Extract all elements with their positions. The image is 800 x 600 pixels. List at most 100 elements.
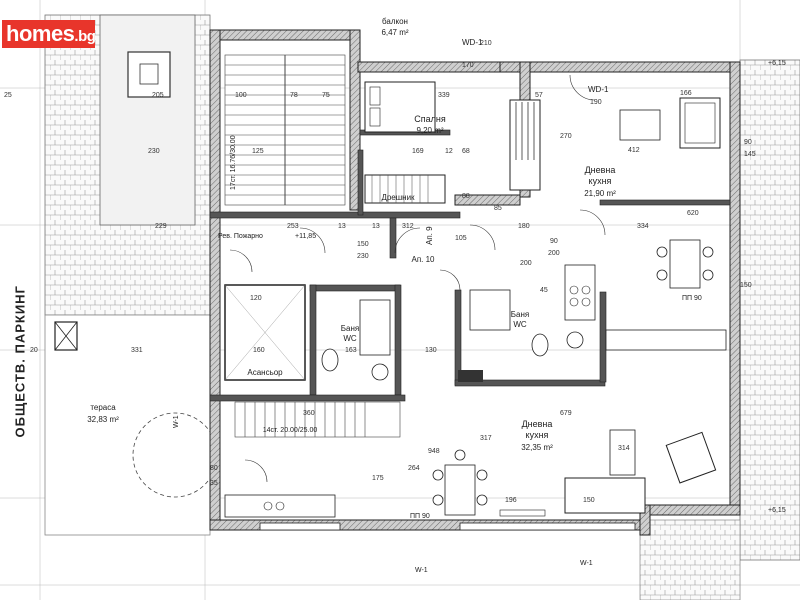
kitchen-counter-lower <box>224 494 336 518</box>
svg-text:163: 163 <box>345 347 357 354</box>
logo-suffix: .bg <box>74 28 96 45</box>
svg-text:200: 200 <box>520 260 532 267</box>
kitchen-counter-mid <box>605 329 727 351</box>
svg-text:90: 90 <box>550 238 558 245</box>
tv-stand-upper <box>619 109 661 141</box>
dimension-labels: 100 78 75 339 253 13 312 13 105 180 90 2… <box>4 40 756 504</box>
chair-8 <box>476 494 488 506</box>
chair-1 <box>656 246 668 258</box>
svg-text:180: 180 <box>518 223 530 230</box>
roof-opening-cross-b <box>54 321 78 351</box>
radiator-lower <box>499 509 546 517</box>
svg-text:264: 264 <box>408 465 420 472</box>
wd1b-label: WD-1 <box>588 85 609 94</box>
svg-text:130: 130 <box>425 347 437 354</box>
svg-text:105: 105 <box>455 235 467 242</box>
sofa-lower <box>564 477 646 514</box>
terrace-name: тераса <box>90 403 116 412</box>
elevator-name: Асансьор <box>247 368 283 377</box>
terrace-area-text: 32,83 m² <box>87 415 119 424</box>
svg-text:90: 90 <box>744 139 752 146</box>
chair-4 <box>702 269 714 281</box>
svg-text:175: 175 <box>372 475 384 482</box>
radiator-upper <box>515 102 535 160</box>
pillow-b <box>369 107 381 127</box>
w1-bottom2-label: W-1 <box>580 560 593 567</box>
living-top-name-2: кухня <box>589 176 612 186</box>
svg-text:169: 169 <box>412 148 424 155</box>
svg-text:145: 145 <box>744 151 756 158</box>
level-label: +11,85 <box>295 233 316 240</box>
closet <box>364 174 446 204</box>
svg-text:200: 200 <box>548 250 560 257</box>
balcony-area: 6,47 m² <box>381 28 408 37</box>
svg-text:317: 317 <box>480 435 492 442</box>
svg-text:57: 57 <box>535 92 543 99</box>
stove-lower-2 <box>275 501 285 511</box>
svg-text:314: 314 <box>618 445 630 452</box>
svg-text:85: 85 <box>494 205 502 212</box>
living-bottom-name-2: кухня <box>526 430 549 440</box>
sink-right <box>566 331 584 349</box>
bathtub-left <box>359 299 391 356</box>
svg-text:230: 230 <box>148 148 160 155</box>
svg-text:170: 170 <box>462 62 474 69</box>
svg-text:88: 88 <box>462 193 470 200</box>
svg-text:270: 270 <box>560 133 572 140</box>
svg-text:125: 125 <box>252 148 264 155</box>
w1-bottom-label: W-1 <box>415 567 428 574</box>
dining-table-upper <box>669 239 701 289</box>
chair-6 <box>432 494 444 506</box>
living-bottom-name-1: Дневна <box>522 419 553 429</box>
stove-burner-1 <box>569 285 579 295</box>
armchair-lower <box>665 431 717 484</box>
tv-stand-lower <box>609 429 636 476</box>
svg-text:412: 412 <box>628 147 640 154</box>
column-dark <box>458 370 483 382</box>
chimney-inner <box>139 63 159 85</box>
stairs-lower <box>234 401 401 438</box>
roof-tiles-bottom <box>639 519 741 600</box>
wd1-label: WD-1 <box>462 38 483 47</box>
chair-3 <box>702 246 714 258</box>
closet-hangers <box>371 175 429 203</box>
chair-2 <box>656 269 668 281</box>
svg-text:331: 331 <box>131 347 143 354</box>
svg-text:150: 150 <box>357 241 369 248</box>
svg-text:150: 150 <box>583 497 595 504</box>
stove-burner-2 <box>581 285 591 295</box>
balcony-name: балкон <box>382 17 408 26</box>
svg-text:68: 68 <box>462 148 470 155</box>
svg-text:45: 45 <box>540 287 548 294</box>
level-right-top: +6,15 <box>768 60 786 67</box>
svg-text:75: 75 <box>322 92 330 99</box>
svg-text:12: 12 <box>445 148 453 155</box>
toilet-right <box>531 333 549 357</box>
logo-brand: homes <box>6 21 75 46</box>
living-top-area: 21,90 m² <box>584 189 616 198</box>
bath-left-name-1: Баня <box>341 324 359 333</box>
svg-text:230: 230 <box>357 253 369 260</box>
stairs-upper-label: 17ст. 16.76/30.00 <box>230 135 237 190</box>
svg-text:120: 120 <box>250 295 262 302</box>
bedroom-area: 9,20 m² <box>416 126 443 135</box>
svg-text:78: 78 <box>290 92 298 99</box>
chair-5 <box>432 469 444 481</box>
svg-text:150: 150 <box>740 282 752 289</box>
svg-text:35: 35 <box>210 480 218 487</box>
elevator-cross-b <box>224 284 306 381</box>
svg-text:360: 360 <box>303 410 315 417</box>
pp90-bottom: ПП 90 <box>410 513 430 520</box>
svg-text:205: 205 <box>152 92 164 99</box>
svg-text:25: 25 <box>4 92 12 99</box>
door-swings <box>229 74 606 483</box>
svg-text:334: 334 <box>637 223 649 230</box>
roof-tiles-column <box>99 14 196 226</box>
bath-right-name-1: Баня <box>511 310 529 319</box>
svg-text:13: 13 <box>372 223 380 230</box>
stove-lower-1 <box>263 501 273 511</box>
w1-left-label: W-1 <box>173 415 180 428</box>
stove-burner-4 <box>581 297 591 307</box>
svg-text:166: 166 <box>680 90 692 97</box>
